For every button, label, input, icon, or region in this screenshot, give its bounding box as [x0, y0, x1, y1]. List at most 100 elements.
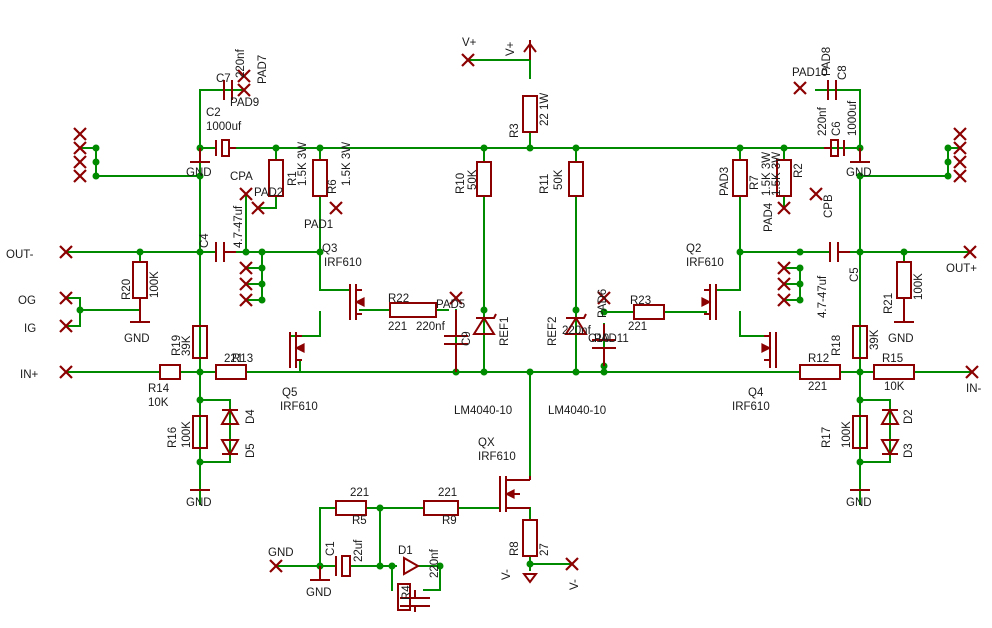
r13-name: R13	[232, 353, 253, 365]
resistor-r19	[192, 325, 208, 359]
capacitor-c1	[335, 555, 351, 577]
r12-name: R12	[808, 353, 829, 365]
resistor-r23	[633, 304, 665, 320]
gnd-label-r21: GND	[888, 333, 914, 345]
d5-label: D5	[245, 443, 257, 458]
mosfet-q3	[349, 284, 365, 320]
resistor-r4	[397, 583, 411, 611]
r6-value: 1.5K 3W	[341, 142, 353, 186]
diode-d2	[880, 407, 900, 425]
resistor-r10	[476, 161, 492, 197]
pad-markers	[59, 53, 979, 573]
c9-value: 220nf	[416, 321, 446, 333]
lm-label-1: LM4040-10	[454, 405, 512, 417]
c8-value: 220nf	[817, 106, 829, 136]
r20-value: 100K	[149, 271, 161, 298]
r1-name: R1	[287, 171, 299, 186]
resistor-r6	[312, 159, 328, 197]
q3-value: IRF610	[324, 257, 362, 269]
diode-d1	[403, 556, 421, 576]
c4-name: C4	[199, 233, 211, 248]
r5-value: 221	[350, 487, 369, 499]
r17-value: 100K	[841, 421, 853, 448]
diode-d3	[880, 439, 900, 457]
r3-value: 22 1W	[539, 93, 551, 126]
resistor-r5	[335, 500, 367, 516]
zener-ref2	[564, 313, 588, 335]
r10-name: R10	[455, 173, 467, 194]
vplus-net-label: V+	[462, 37, 477, 49]
q5-name: Q5	[282, 387, 297, 399]
pad8-label: PAD8	[821, 47, 833, 76]
r10-value: 50K	[467, 169, 479, 190]
r21-value: 100K	[913, 273, 925, 300]
gnd-symbols	[130, 148, 914, 581]
gnd-label-left-bottom: GND	[186, 497, 212, 509]
vminus-symbol-label: V-	[569, 579, 581, 590]
junctions	[76, 144, 952, 570]
c1-value: 22uf	[353, 539, 365, 562]
pad10-label: PAD10	[792, 67, 828, 79]
gnd-port-label: GND	[268, 547, 294, 559]
gnd-label-right-bottom: GND	[846, 497, 872, 509]
in-plus-label: IN+	[20, 369, 39, 381]
r19-name: R19	[171, 335, 183, 356]
pad11-label: PAD11	[594, 333, 629, 345]
r22-value: 221	[388, 321, 407, 333]
d2-label: D2	[903, 409, 915, 424]
mosfet-q2	[701, 284, 717, 320]
pad4-label: PAD4	[763, 202, 775, 232]
resistor-r8	[522, 519, 538, 557]
mosfet-q5	[289, 332, 305, 368]
components	[59, 40, 979, 612]
r14-value: 10K	[148, 397, 169, 409]
resistor-r17	[852, 415, 868, 449]
q5-value: IRF610	[280, 401, 318, 413]
vminus-symbols	[522, 573, 538, 584]
ig-label: IG	[24, 323, 36, 335]
pad7-label: PAD7	[257, 55, 269, 84]
r21-name: R21	[883, 293, 895, 314]
c6-value: 1000uf	[847, 100, 859, 136]
r9-name: R9	[442, 515, 457, 527]
resistor-r9	[423, 500, 459, 516]
out-plus-label: OUT+	[946, 263, 977, 275]
gnd-label-c1: GND	[306, 587, 332, 599]
r8-name: R8	[509, 541, 521, 556]
capacitor-c3	[400, 590, 430, 612]
d3-label: D3	[903, 443, 915, 458]
q3-name: Q3	[322, 243, 337, 255]
q4-name: Q4	[748, 387, 764, 399]
r23-name: R23	[630, 295, 651, 307]
capacitor-c10	[592, 324, 616, 366]
r11-value: 50K	[553, 169, 565, 190]
cpa-label: CPA	[230, 171, 253, 183]
r5-name: R5	[352, 515, 367, 527]
resistor-r2	[776, 159, 792, 197]
c2-name: C2	[206, 107, 221, 119]
c3-value: 220nf	[429, 548, 441, 578]
resistor-r18	[852, 325, 868, 359]
gnd-label-left-top: GND	[186, 167, 212, 179]
r7-value: 1.5K 3W	[761, 152, 773, 196]
q2-name: Q2	[686, 243, 701, 255]
r7-name: R7	[749, 175, 761, 190]
pad1-label: PAD1	[304, 219, 333, 231]
pad2-label: PAD2	[254, 187, 283, 199]
r1-value: 1.5K 3W	[297, 142, 309, 186]
r14-name: R14	[148, 383, 170, 395]
resistor-r16	[192, 415, 208, 449]
capacitor-c7	[223, 80, 233, 100]
mosfet-qx	[499, 476, 531, 512]
gnd-label-r20: GND	[124, 333, 150, 345]
capacitor-c5	[829, 242, 850, 262]
labels: V+ V+ R3 22 1W C7 220nf PAD7 PAD9 C2 100…	[6, 37, 982, 600]
resistor-r22	[389, 302, 437, 318]
r6-name: R6	[327, 179, 339, 194]
vplus-symbol-label: V+	[505, 41, 517, 56]
resistor-r13	[215, 364, 247, 380]
in-minus-label: IN-	[966, 383, 982, 395]
ref2-label: REF2	[547, 317, 559, 346]
c4-value: 4.7-47uf	[233, 205, 245, 248]
